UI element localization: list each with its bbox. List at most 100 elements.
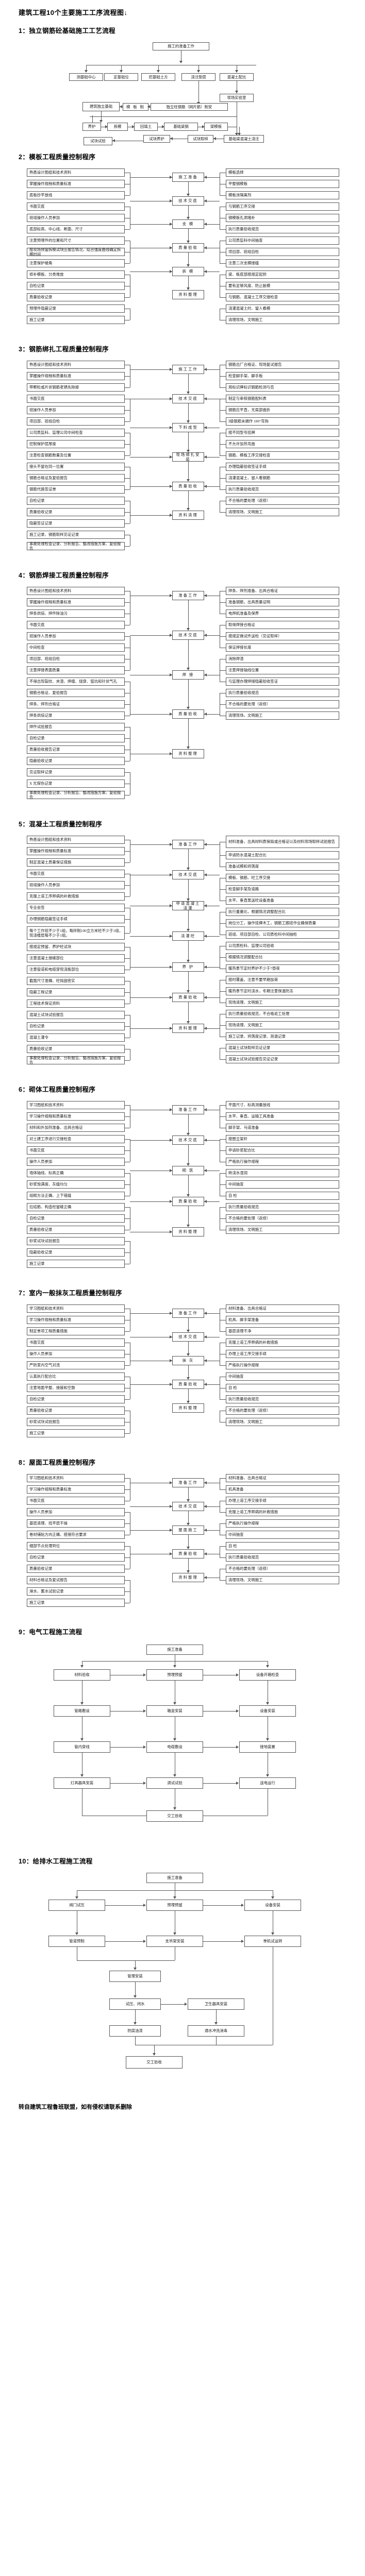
right-note-4[interactable]: 与钢筋工序交接 [226, 202, 339, 211]
spine-node-1[interactable]: 准备工作 [172, 1309, 204, 1318]
left-note-8[interactable]: 注意地面平整、接搓和空鼓 [27, 1384, 125, 1392]
right-note-2[interactable]: 水平、垂直、运输工具准备 [226, 1112, 339, 1121]
left-note-4[interactable]: 书面交底 [27, 395, 125, 403]
right-note-2[interactable]: 申请防水混凝土配合比 [226, 851, 339, 859]
right-note-7[interactable]: 消除焊渣 [226, 655, 339, 663]
spine-node-4[interactable]: 质量验收 [172, 709, 204, 719]
node-sanitary-fixtures[interactable]: 卫生器具安装 [188, 1998, 244, 2010]
left-note-3[interactable]: 书面交底 [27, 1497, 125, 1505]
node-site-lab[interactable]: 现场实验室 [220, 94, 254, 102]
left-note-9[interactable]: 每个工作班不少于1组，每拌制100立方米砼不少于1组，现浇楼层每不少于1组。 [27, 926, 125, 940]
right-note-18[interactable]: 施工记录、坍落度记录、测温记录 [226, 1032, 339, 1041]
right-note-4[interactable]: 按图立架杆 [226, 1135, 339, 1143]
right-note-5[interactable]: 严格执行操作规程 [226, 1519, 339, 1528]
left-note-13[interactable]: 焊件试验报告 [27, 723, 125, 731]
left-note-6[interactable]: 卷材铺贴方向正确、搭接符合要求 [27, 1531, 125, 1539]
right-note-3[interactable]: 电焊机准备及保养 [226, 609, 339, 618]
left-note-6[interactable]: 严防室内空气对流 [27, 1361, 125, 1369]
node-equipment-install[interactable]: 设备安装 [244, 1900, 301, 1911]
right-note-12[interactable]: 清理现场、文明施工 [226, 1226, 339, 1234]
right-note-7[interactable]: 砖浇水湿润 [226, 1169, 339, 1177]
node-foundation-beam-rebar[interactable]: 基础梁钢 [164, 123, 198, 131]
right-note-10[interactable]: 执行质量验收规范 [226, 689, 339, 697]
left-note-15[interactable]: 质量验收报告记录 [27, 745, 125, 754]
spine-node-3[interactable]: 砌 筑 [172, 1166, 204, 1175]
right-note-11[interactable]: 要有足够风度、防止胀模 [226, 282, 339, 290]
spine-node-1[interactable]: 施工准备 [172, 173, 204, 182]
left-note-16[interactable]: 施工记录、钢筋取样见证记录 [27, 531, 125, 539]
spine-node-2[interactable]: 技术交底 [172, 1502, 204, 1511]
right-note-2[interactable]: 检查脚手架、脚手板 [226, 372, 339, 380]
node-independent-foundation[interactable]: 建筑独立基础 [82, 102, 120, 111]
node-column-rebar[interactable]: 独立柱钢筋（网片筋）制安 [151, 103, 228, 111]
spine-node-2[interactable]: 技术交底 [172, 870, 204, 879]
spine-node-4[interactable]: 质量验收 [172, 1380, 204, 1389]
right-note-17[interactable]: 现场清理、文明施工 [226, 1021, 339, 1029]
left-note-3[interactable]: 底板抄平放线 [27, 191, 125, 199]
right-note-5[interactable]: 申请砂浆配合比 [226, 1146, 339, 1155]
left-note-8[interactable]: 办理钢筋隐蔽签证手续 [27, 915, 125, 923]
left-note-14[interactable]: 质量验收记录 [27, 508, 125, 516]
node-construction-prep-9[interactable]: 施工准备 [146, 1645, 203, 1655]
left-note-5[interactable]: 班操作人员参加 [27, 632, 125, 640]
node-curing[interactable]: 养护 [82, 123, 101, 131]
node-step-5[interactable]: 混凝土配比 [220, 73, 254, 81]
node-erect-formwork[interactable]: 架模板 [204, 123, 228, 131]
right-note-9[interactable]: 班组、项目部自检、公司质检科中间抽检 [226, 930, 339, 939]
left-note-10[interactable]: 修补模板、分类堆放 [27, 270, 125, 279]
spine-node-1[interactable]: 施工工作 [172, 365, 204, 374]
right-note-20[interactable]: 混凝土试块试验报告见证记录 [226, 1055, 339, 1063]
right-note-9[interactable]: 与监理办理焊接隐蔽验收签证 [226, 677, 339, 686]
left-note-7[interactable]: 墙体轴线、标高正确 [27, 1169, 125, 1177]
right-note-3[interactable]: 准备试模和坍落度 [226, 862, 339, 871]
left-note-7[interactable]: 注意预埋件的位置和尺寸 [27, 236, 125, 245]
spine-node-4[interactable]: 质量验收 [172, 1549, 204, 1558]
left-note-3[interactable]: 材料和外加剂准备、出具合格证 [27, 1124, 125, 1132]
right-note-19[interactable]: 混凝土试块取样见证记录 [226, 1044, 339, 1052]
right-note-2[interactable]: 准备钢筋，出具质量证明 [226, 598, 339, 606]
left-note-15[interactable]: 隐蔽签证记录 [27, 519, 125, 528]
left-note-5[interactable]: 操作人员参加 [27, 1350, 125, 1358]
node-sample-curing[interactable]: 试块养护 [143, 135, 170, 143]
left-note-20[interactable]: 事故处理检查记录、分析报告、整改措施方案、复验报告 [27, 1056, 125, 1065]
right-note-6[interactable]: 水平、垂直泵送砼设备准备 [226, 896, 339, 905]
left-note-11[interactable]: 钢筋合格证及复验报告 [27, 474, 125, 482]
spine-node-5[interactable]: 养 护 [172, 962, 204, 972]
right-note-6[interactable]: 中间抽查 [226, 1531, 339, 1539]
node-step9-3[interactable]: 设备开箱检查 [239, 1669, 296, 1681]
right-note-2[interactable]: 机具准备 [226, 1485, 339, 1494]
node-hanger-install[interactable]: 支吊架安装 [146, 1936, 203, 1947]
right-note-6[interactable]: 执行质量验收规范 [226, 225, 339, 233]
left-note-2[interactable]: 学习操作规程和质量标准 [27, 1112, 125, 1121]
left-note-10[interactable]: 接头不留在同一位置 [27, 463, 125, 471]
node-step9-11[interactable]: 调试试验 [146, 1777, 203, 1789]
left-note-4[interactable]: 书面交底 [27, 1338, 125, 1347]
spine-node-5[interactable]: 质量验收 [172, 482, 204, 491]
left-note-4[interactable]: 书面交底 [27, 202, 125, 211]
left-note-3[interactable]: 带颗粒或片状钢筋老锈先除掉 [27, 383, 125, 392]
left-note-19[interactable]: 事故处理检查记录、分析报告、整改措施方案、复验报告 [27, 790, 125, 800]
right-note-3[interactable]: 办理上道工序交接手续 [226, 1497, 339, 1505]
node-backfill[interactable]: 回填土 [134, 123, 158, 131]
right-note-13[interactable]: 不合格的要处理（返修） [226, 497, 339, 505]
node-sample-test[interactable]: 试块试验 [84, 137, 112, 145]
left-note-5[interactable]: 班组操作人员参加 [27, 881, 125, 889]
spine-node-6[interactable]: 质量验收 [172, 993, 204, 1002]
right-note-3[interactable]: 脚手架、马道准备 [226, 1124, 339, 1132]
left-note-7[interactable]: 认真执行配合比 [27, 1372, 125, 1381]
left-note-6[interactable]: 底部标高、中心线、断面、尺寸 [27, 225, 125, 233]
right-note-1[interactable]: 材料准备、出具合格证 [226, 1474, 339, 1482]
right-note-11[interactable]: 不合格的要处理（返修） [226, 700, 339, 708]
spine-node-1[interactable]: 准备工作 [172, 1478, 204, 1487]
right-note-8[interactable]: 岗位分工，操作挂牌木工，钢筋工跟班作业确保质量 [226, 919, 339, 927]
left-note-6[interactable]: 克服上道工序弊病的补救措施 [27, 892, 125, 901]
right-note-6[interactable]: Ⅰ级钢筋末端作 180°弯钩 [226, 417, 339, 426]
node-step9-8[interactable]: 电缆敷设 [146, 1741, 203, 1753]
right-note-14[interactable]: 清理现场，文明施工 [226, 316, 339, 324]
right-note-9[interactable]: 自 检 [226, 1192, 339, 1200]
left-note-13[interactable]: 砂浆试块试验报告 [27, 1237, 125, 1245]
left-note-13[interactable]: 自检记录 [27, 497, 125, 505]
spine-node-6[interactable]: 资料整理 [172, 290, 204, 299]
spine-node-1[interactable]: 准备工作 [172, 1105, 204, 1114]
right-note-2[interactable]: 机具、脚手架准备 [226, 1316, 339, 1324]
